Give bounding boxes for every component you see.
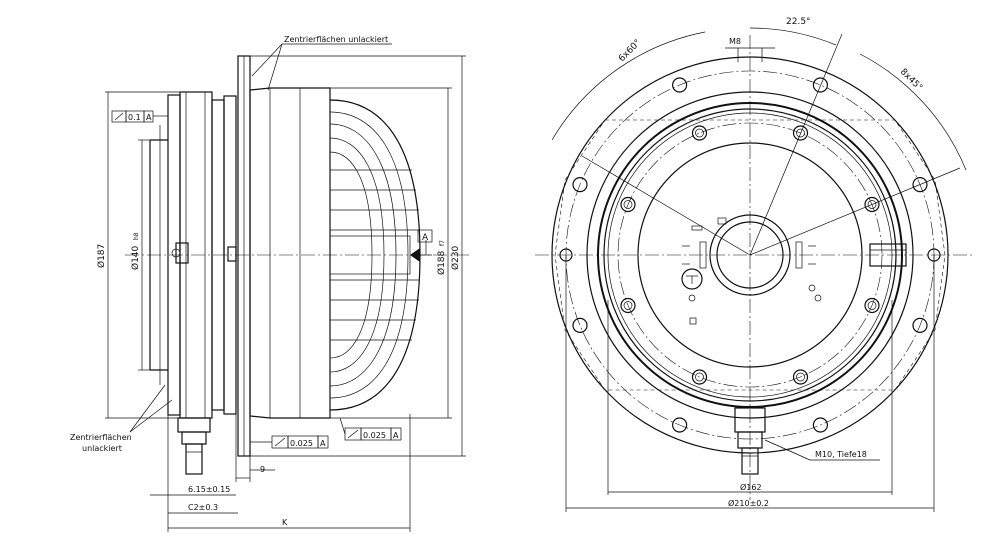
- bolt-hole: [912, 317, 928, 333]
- dim-phi230: Ø230: [450, 245, 461, 270]
- datum-label: A: [422, 233, 429, 243]
- inner-bolt-hole: [792, 125, 809, 141]
- tolerance-frame-2: 0.025 A: [250, 435, 329, 449]
- inner-bolt-hole: [792, 369, 809, 385]
- bolt-hole: [912, 177, 928, 193]
- datum-triangle: [410, 248, 420, 262]
- dim-phi140: Ø140: [130, 245, 141, 270]
- dim-phi188-tol: f7: [439, 240, 446, 246]
- label-zentrier-bottom-2: unlackiert: [82, 444, 122, 453]
- side-view: A Ø187 Ø140 h8 Ø188 f7 Ø230 0.1 A: [70, 35, 470, 532]
- tolerance-frame-3: 0.025 A: [339, 417, 402, 441]
- dim-phi140-tol: h8: [133, 232, 140, 240]
- bolt-hole: [671, 417, 688, 433]
- dim-8x45: 8x45°: [898, 67, 924, 93]
- dim-9: 9: [260, 465, 265, 474]
- inner-bolt-hole: [691, 369, 708, 385]
- dim-615: 6.15±0.15: [188, 485, 230, 494]
- label-zentrier-bottom-1: Zentrierflächen: [70, 433, 132, 442]
- inner-bolt-hole: [864, 196, 880, 213]
- inner-bolt-hole: [691, 125, 708, 141]
- dim-m8: M8: [729, 37, 741, 46]
- inner-bolt-hole: [620, 297, 636, 314]
- dim-phi188: Ø188: [436, 250, 447, 275]
- dim-225: 22.5°: [786, 17, 811, 27]
- bolt-hole: [812, 77, 829, 93]
- svg-text:0.025: 0.025: [363, 431, 386, 440]
- inner-bolt-holes: [620, 125, 880, 385]
- inner-bolt-hole: [864, 297, 880, 314]
- front-view: M8 22.5° 6x60° 8x45° M10, Tiefe18 Ø162 Ø…: [535, 17, 975, 512]
- dim-k: K: [282, 518, 288, 527]
- tolerance-frame-1: 0.1 A: [111, 110, 168, 123]
- dim-phi162: Ø162: [740, 482, 762, 492]
- dim-c2: C2±0.3: [188, 503, 218, 512]
- bolt-hole: [572, 177, 588, 193]
- inner-bolt-hole: [620, 196, 636, 213]
- cooling-fins: [329, 99, 421, 411]
- dim-6x60: 6x60°: [617, 38, 643, 64]
- bolt-hole: [812, 417, 829, 433]
- svg-text:0.025: 0.025: [290, 439, 313, 448]
- svg-text:0.1: 0.1: [128, 113, 141, 122]
- dim-phi210: Ø210±0.2: [728, 498, 769, 508]
- bolt-hole: [572, 317, 588, 333]
- dim-m10: M10, Tiefe18: [815, 450, 867, 459]
- ground-symbol: [681, 268, 703, 290]
- svg-text:A: A: [320, 439, 326, 448]
- dim-phi187: Ø187: [96, 244, 107, 268]
- svg-text:A: A: [393, 431, 399, 440]
- bolt-hole: [671, 77, 688, 93]
- datum-box: [417, 229, 433, 243]
- svg-text:A: A: [146, 113, 152, 122]
- label-zentrier-top: Zentrierflächen unlackiert: [284, 35, 388, 44]
- outer-bolt-holes: [559, 77, 941, 433]
